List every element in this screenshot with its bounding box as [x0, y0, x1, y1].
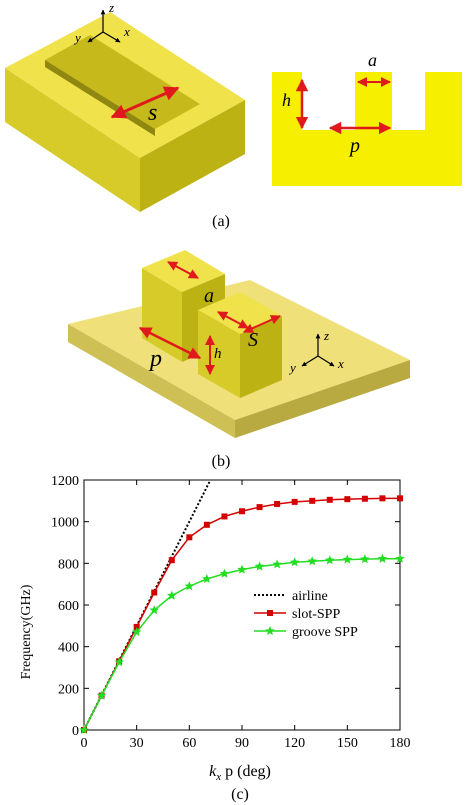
- caption-a: (a): [212, 213, 230, 230]
- slot-spp-point: [151, 589, 158, 596]
- caption-c: (c): [231, 786, 249, 803]
- slot-spp-point: [133, 623, 140, 630]
- panel-a-diagram: s z y x a h p (a): [5, 0, 462, 230]
- groove-spp-point: [79, 725, 89, 734]
- s-dimension-arrow: [110, 86, 180, 119]
- slotted-block: s: [5, 12, 245, 212]
- groove-spp-point: [131, 627, 142, 637]
- p-label-b: p: [148, 346, 162, 372]
- x-tick-label: 120: [284, 736, 305, 751]
- legend-label: groove SPP: [292, 625, 358, 640]
- plot-frame: [83, 479, 401, 731]
- groove-spp-point: [360, 554, 370, 564]
- panel-b-diagram: a S p h z y x (b): [68, 250, 410, 470]
- groove-spp-point: [325, 555, 335, 565]
- a-gap-arrow: [217, 311, 249, 329]
- groove-spp-point: [219, 568, 230, 578]
- y-tick-label: 0: [72, 724, 79, 739]
- slot-spp-point: [344, 496, 351, 503]
- series-line-slot-spp: [84, 497, 400, 730]
- slot-spp-point: [379, 495, 386, 502]
- slot-spp-point: [291, 498, 298, 505]
- h-label: h: [282, 90, 291, 110]
- slot-spp-point: [168, 557, 175, 564]
- x-tick-label: 90: [235, 736, 249, 751]
- x-tick-label: 0: [81, 736, 88, 751]
- panel-b: a S p h z y x (b): [0, 240, 474, 472]
- slot-spp-point: [326, 496, 333, 503]
- x-tick-label: 30: [130, 736, 144, 751]
- x-axis-title: kx p (deg): [209, 763, 271, 783]
- axis-triad-b: [301, 333, 335, 367]
- y-tick-label: 400: [58, 641, 79, 656]
- chart-legend: airline slot-SPP groove SPP: [254, 589, 358, 640]
- x-tick-label: 180: [390, 736, 411, 751]
- cross-section: [272, 72, 462, 186]
- x-axis-label-b: x: [337, 356, 344, 371]
- y-axis-label-b: y: [288, 360, 296, 375]
- groove-spp-point: [272, 559, 282, 569]
- groove-spp-point: [114, 657, 124, 667]
- y-tick-label: 800: [58, 557, 79, 572]
- legend-marker: [267, 610, 273, 616]
- a-label: a: [368, 50, 377, 70]
- x-axis-label: x: [123, 24, 130, 39]
- panel-c: 0 30 60 90 120 150 180 0 200 400 600 800 1000 1200 ai…: [0, 472, 474, 805]
- y-tick-label: 1000: [51, 516, 79, 531]
- p-label: p: [348, 135, 360, 157]
- slot-spp-point: [239, 508, 245, 515]
- groove-spp-point: [342, 554, 353, 564]
- s-label-b: S: [248, 329, 258, 351]
- top-width-arrow: [167, 261, 199, 279]
- groove-spp-point: [167, 590, 177, 600]
- dispersion-chart: 0 30 60 90 120 150 180 0 200 400 600 800 1000 1200 ai…: [19, 474, 411, 803]
- slot-spp-point: [186, 534, 193, 541]
- legend-label: airline: [292, 589, 328, 604]
- p-period-arrow: [138, 326, 202, 360]
- chart-ticks: 0 30 60 90 120 150 180 0 200 400 600 800 1000 1200: [51, 474, 411, 751]
- groove-spp-point: [237, 564, 247, 574]
- slot-spp-point: [361, 495, 368, 502]
- groove-spp-point: [289, 557, 300, 567]
- panel-a: s z y x a h p (a): [0, 0, 474, 240]
- groove-spp-point: [149, 605, 159, 615]
- x-tick-label: 60: [182, 736, 196, 751]
- caption-b: (b): [212, 453, 231, 470]
- chart-frame: [83, 479, 401, 731]
- z-axis-label-b: z: [323, 328, 329, 343]
- groove-spp-point: [307, 556, 317, 566]
- groove-spp-point: [202, 574, 212, 583]
- groove-spp-point: [96, 690, 107, 700]
- s-width-arrow: [243, 315, 281, 333]
- slot-spp-point: [221, 513, 228, 520]
- slot-spp-point: [274, 500, 281, 507]
- y-tick-label: 1200: [51, 474, 79, 489]
- y-axis-label: y: [73, 30, 81, 45]
- slot-spp-point: [397, 495, 403, 502]
- s-label: s: [148, 100, 157, 126]
- groove-spp-point: [395, 553, 405, 563]
- series-line-groove-spp: [84, 558, 400, 730]
- legend-marker: [265, 626, 275, 635]
- slot-spp-point: [203, 521, 210, 528]
- chart-series: [79, 480, 405, 734]
- groove-spp-point: [254, 561, 265, 571]
- h-label-b: h: [214, 346, 222, 362]
- groove-spp-point: [184, 581, 195, 591]
- z-axis-label: z: [108, 0, 114, 15]
- a-label-b: a: [204, 285, 214, 307]
- x-tick-label: 150: [337, 736, 358, 751]
- slot-spp-point: [256, 504, 263, 511]
- legend-label: slot-SPP: [292, 607, 340, 622]
- y-axis-title: Frequency(GHz): [19, 584, 34, 679]
- axis-triad-a: [87, 9, 121, 43]
- slot-spp-point: [309, 497, 316, 504]
- y-tick-label: 200: [58, 682, 79, 697]
- y-tick-label: 600: [58, 599, 79, 614]
- groove-spp-point: [377, 553, 388, 563]
